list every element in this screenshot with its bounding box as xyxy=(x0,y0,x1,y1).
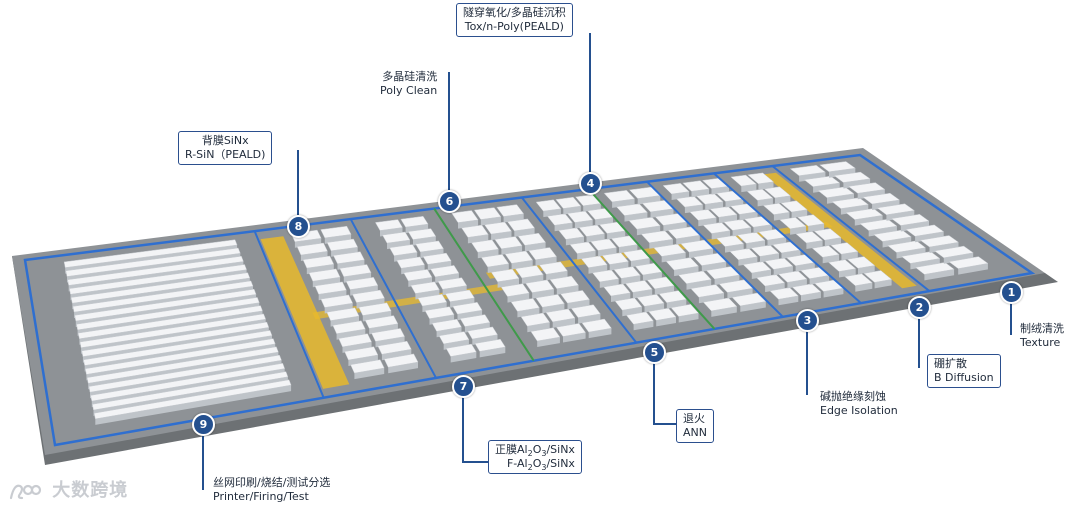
callout-front-film: 正膜Al2O3/SiNx F-Al2O3/SiNx xyxy=(488,440,582,474)
step-1-zh: 制绒清洗 xyxy=(1020,322,1064,336)
callout-edge-isolation: 碱抛绝缘刻蚀 Edge Isolation xyxy=(818,390,900,418)
step-8-en: R-SiN（PEALD) xyxy=(185,148,265,162)
callout-printing-firing-test: 丝网印刷/烧结/测试分选 Printer/Firing/Test xyxy=(211,476,332,504)
step-2-zh: 硼扩散 xyxy=(934,357,994,371)
step-3-en: Edge Isolation xyxy=(820,404,898,418)
step-5-en: ANN xyxy=(683,426,707,440)
step-badge-2: 2 xyxy=(908,296,931,319)
step-5-zh: 退火 xyxy=(683,412,707,426)
step-badge-9: 9 xyxy=(192,413,215,436)
step-6-en: Poly Clean xyxy=(380,84,437,98)
step-4-en: Tox/n-Poly(PEALD) xyxy=(463,20,566,34)
step-badge-5: 5 xyxy=(643,341,666,364)
step-6-zh: 多晶硅清洗 xyxy=(380,70,437,84)
leader-line xyxy=(654,362,676,424)
callout-b-diffusion: 硼扩散 B Diffusion xyxy=(927,354,1001,388)
step-badge-6: 6 xyxy=(438,190,461,213)
step-1-en: Texture xyxy=(1020,336,1064,350)
step-8-zh: 背膜SiNx xyxy=(185,134,265,148)
step-badge-7: 7 xyxy=(452,375,475,398)
step-badge-4: 4 xyxy=(579,172,602,195)
step-badge-8: 8 xyxy=(287,215,310,238)
step-7-zh: 正膜Al2O3/SiNx xyxy=(495,443,575,457)
step-2-en: B Diffusion xyxy=(934,371,994,385)
watermark-logo-icon xyxy=(8,480,42,502)
leader-line xyxy=(463,396,488,462)
callout-texture: 制绒清洗 Texture xyxy=(1018,322,1066,350)
step-9-en: Printer/Firing/Test xyxy=(213,490,330,504)
callout-poly-clean: 多晶硅清洗 Poly Clean xyxy=(378,70,439,98)
step-badge-1: 1 xyxy=(1000,281,1023,304)
callout-rear-film: 背膜SiNx R-SiN（PEALD) xyxy=(178,131,272,165)
callout-annealing: 退火 ANN xyxy=(676,409,714,443)
step-9-zh: 丝网印刷/烧结/测试分选 xyxy=(213,476,330,490)
callout-tox-npoly: 隧穿氧化/多晶硅沉积 Tox/n-Poly(PEALD) xyxy=(456,3,573,37)
watermark: 大数跨境 xyxy=(8,476,128,502)
step-3-zh: 碱抛绝缘刻蚀 xyxy=(820,390,898,404)
step-4-zh: 隧穿氧化/多晶硅沉积 xyxy=(463,6,566,20)
step-badge-3: 3 xyxy=(796,309,819,332)
step-7-en: F-Al2O3/SiNx xyxy=(495,457,575,471)
watermark-text: 大数跨境 xyxy=(52,480,128,501)
